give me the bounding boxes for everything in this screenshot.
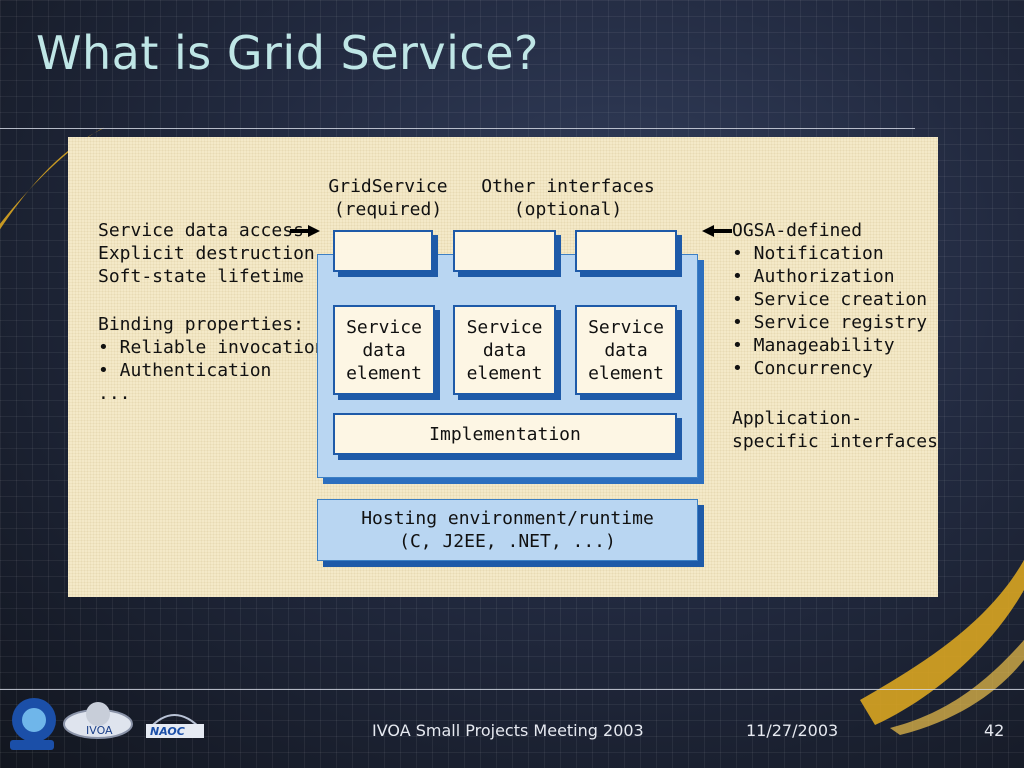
implementation-box: Implementation [333, 413, 677, 455]
title-divider [0, 128, 915, 129]
ivoa-logo-icon: IVOA [63, 702, 133, 739]
ivoa-logo-text: IVOA [86, 724, 113, 737]
lifecycle-list: Service data access Explicit destruction… [98, 220, 315, 287]
naoc-logo-text: NAOC [150, 725, 185, 738]
service-data-element-box: Service data element [333, 305, 435, 395]
naoc-logo-icon: NAOC [146, 714, 204, 738]
footer-date: 11/27/2003 [746, 721, 839, 740]
ogsa-defined-list: OGSA-defined • Notification • Authorizat… [732, 220, 928, 379]
slide-title: What is Grid Service? [36, 26, 539, 80]
other-interfaces-label: Other interfaces(optional) [481, 176, 655, 220]
footer-page-number: 42 [984, 721, 1005, 740]
other-interface-box-1 [453, 230, 556, 272]
hosting-environment-box: Hosting environment/runtime (C, J2EE, .N… [317, 499, 698, 561]
arrow-right-icon [290, 225, 320, 237]
arrow-left-icon [702, 225, 732, 237]
other-interface-box-2 [575, 230, 677, 272]
footer-divider [0, 689, 1024, 690]
gridservice-label: GridService(required) [328, 176, 448, 220]
china-vo-logo-icon [10, 698, 56, 750]
footer-meeting: IVOA Small Projects Meeting 2003 [372, 721, 644, 740]
service-data-element-box: Service data element [453, 305, 556, 395]
service-data-element-box: Service data element [575, 305, 677, 395]
sponsor-logos: IVOA NAOC [10, 698, 204, 750]
application-interfaces-label: Application- specific interfaces [732, 408, 938, 452]
gridservice-interface-box [333, 230, 433, 272]
diagram-panel: GridService(required) Other interfaces(o… [68, 137, 938, 597]
binding-properties-list: Binding properties: • Reliable invocatio… [98, 314, 326, 404]
